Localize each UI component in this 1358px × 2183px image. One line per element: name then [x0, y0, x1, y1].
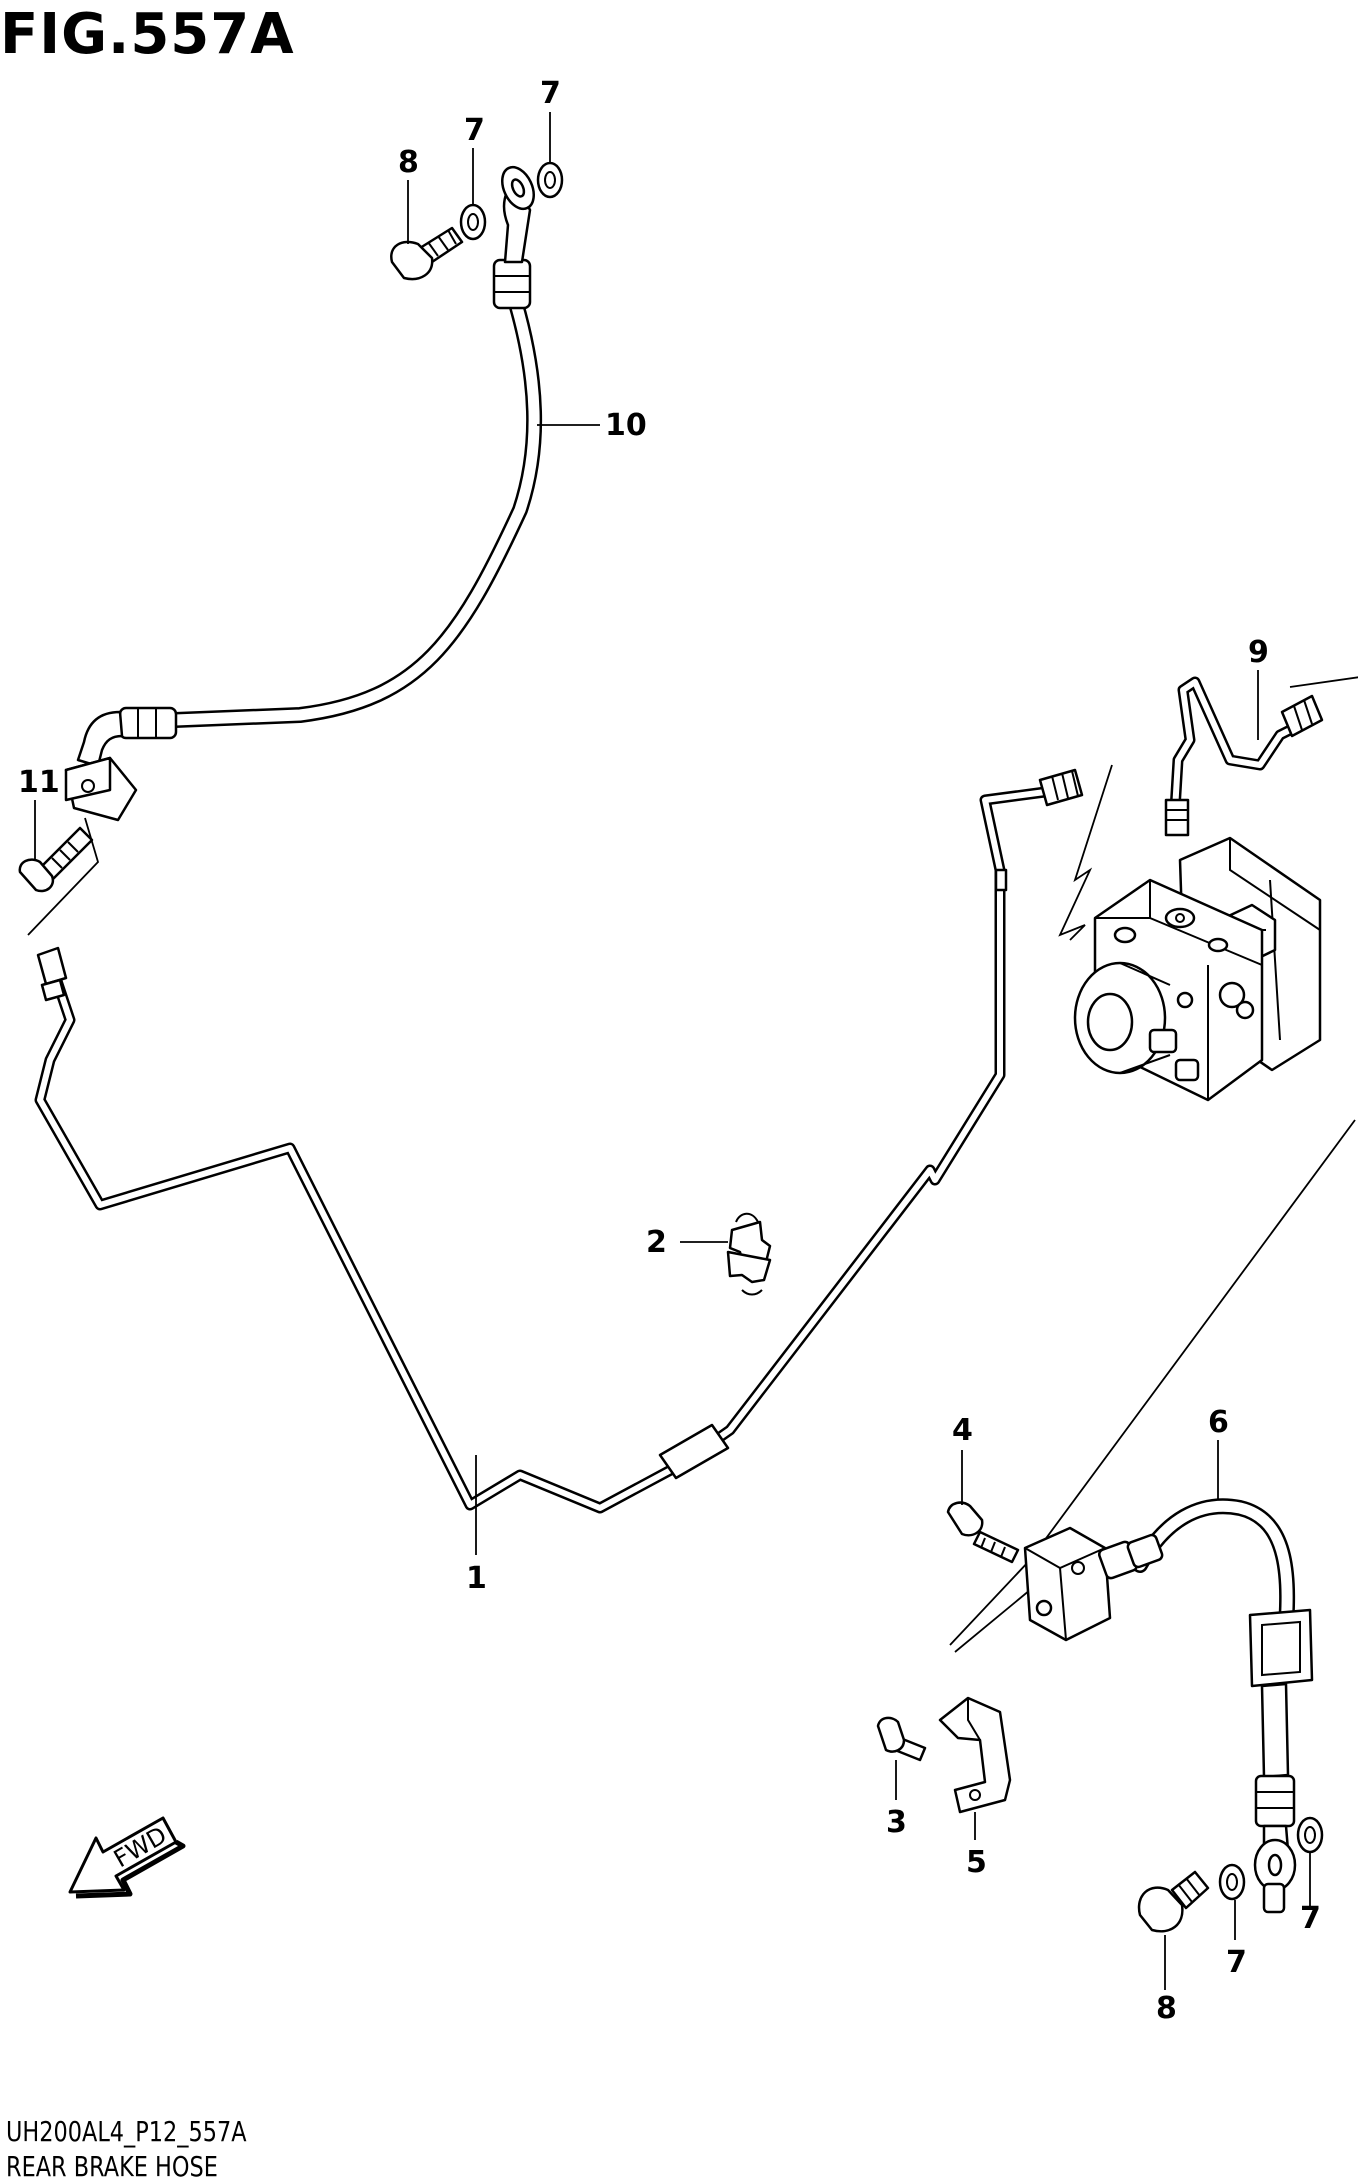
callout-10: 10: [605, 408, 647, 443]
callout-11: 11: [18, 765, 60, 800]
callout-7d: 7: [1300, 1901, 1321, 1936]
callout-7c: 7: [1226, 1945, 1247, 1980]
bolt-11: [18, 826, 94, 893]
bolt-4: [946, 1501, 1020, 1564]
figure-code: UH200AL4_P12_557A: [6, 2115, 247, 2148]
abs-unit: [1073, 836, 1322, 1102]
rear-brake-hose-upper: [64, 165, 543, 822]
callout-labels: 1 2 3 4 5 6 7 7 7 7 8 8 9 10 11: [18, 76, 1321, 2026]
callout-1: 1: [466, 1561, 487, 1596]
figure-description: REAR BRAKE HOSE: [6, 2150, 218, 2183]
clamp-2: [726, 1212, 772, 1296]
callout-6: 6: [1208, 1405, 1229, 1440]
rear-brake-pipe: [34, 768, 1084, 1514]
washer-7-a: [459, 203, 487, 241]
abs-pipe-9: [1164, 676, 1324, 837]
callout-8b: 8: [1156, 1991, 1177, 2026]
callout-9: 9: [1248, 635, 1269, 670]
callout-7b: 7: [540, 76, 561, 111]
banjo-bolt-8-upper: [390, 226, 464, 281]
forward-arrow-icon: FWD: [68, 1816, 186, 1899]
callout-4: 4: [952, 1413, 973, 1448]
bracket-5: [938, 1696, 1012, 1814]
callout-3: 3: [886, 1805, 907, 1840]
callout-7a: 7: [464, 113, 485, 148]
leader-lines: [34, 112, 1311, 1990]
figure-title: FIG.557A: [0, 2, 295, 67]
banjo-bolt-8-lower: [1137, 1870, 1210, 1933]
washer-7-b: [536, 161, 564, 199]
bolt-3: [876, 1716, 927, 1762]
washer-7-d: [1296, 1816, 1324, 1854]
callout-8a: 8: [398, 145, 419, 180]
callout-2: 2: [646, 1225, 667, 1260]
rear-brake-hose-lower: [1023, 1498, 1314, 1914]
washer-7-c: [1218, 1863, 1246, 1901]
callout-5: 5: [966, 1845, 987, 1880]
